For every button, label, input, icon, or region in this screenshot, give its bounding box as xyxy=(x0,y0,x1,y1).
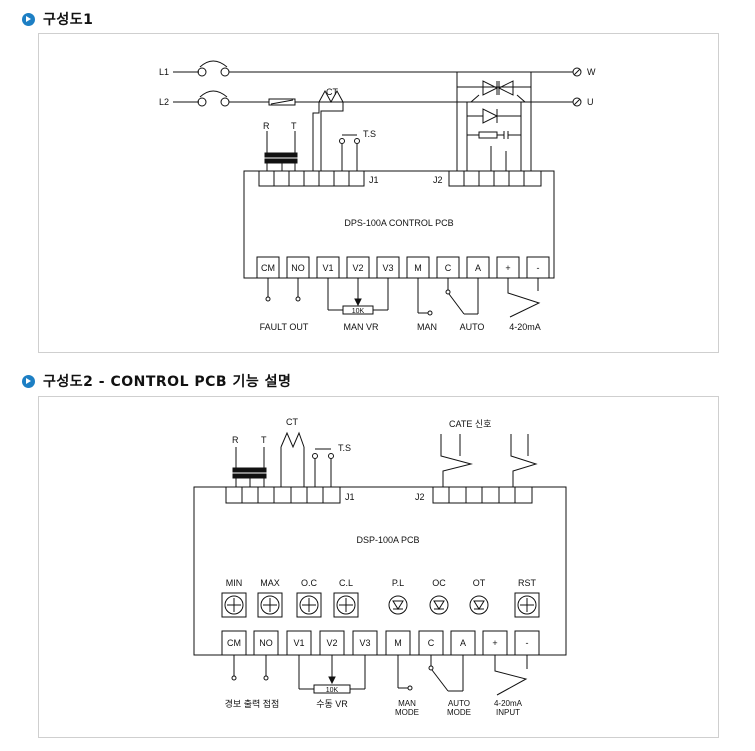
terminal-label: C xyxy=(445,263,452,273)
terminal-label: V3 xyxy=(359,638,370,648)
control-label: MAX xyxy=(260,578,280,588)
terminal-label: - xyxy=(537,263,540,273)
gate-signal-label: CATE 신호 xyxy=(449,419,491,429)
alarm-output-label: 경보 출력 접점 xyxy=(225,698,280,709)
auto-mode-label: AUTO xyxy=(448,699,470,708)
input-label: 4-20mA xyxy=(494,699,523,708)
j2-label: J2 xyxy=(415,492,425,502)
terminal-label: - xyxy=(526,638,529,648)
manual-vr-label: 수동 VR xyxy=(316,699,348,709)
diagram2-panel: R T CT T.S CATE 신호 J1 J2 DSP-100A PCB MI… xyxy=(38,396,719,738)
bullet-arrow-icon xyxy=(22,12,35,26)
j1-label: J1 xyxy=(369,175,379,185)
terminal-label: CM xyxy=(227,638,241,648)
r-label: R xyxy=(232,435,239,445)
bullet-arrow-icon xyxy=(22,374,35,388)
u-label: U xyxy=(587,97,594,107)
man-label: MAN xyxy=(417,322,437,332)
pcb-label: DPS-100A CONTROL PCB xyxy=(344,218,453,228)
terminal-label: V1 xyxy=(293,638,304,648)
l1-label: L1 xyxy=(159,67,169,77)
terminal-label: M xyxy=(394,638,402,648)
terminal-label: CM xyxy=(261,263,275,273)
terminal-label: V3 xyxy=(382,263,393,273)
control-label: OC xyxy=(432,578,446,588)
ts-label: T.S xyxy=(338,443,351,453)
terminal-label: + xyxy=(492,638,497,648)
terminal-label: M xyxy=(414,263,422,273)
vr-value: 10K xyxy=(352,308,365,315)
terminal-label: A xyxy=(460,638,466,648)
t-label: T xyxy=(261,435,267,445)
t-label: T xyxy=(291,121,297,131)
terminal-label: NO xyxy=(259,638,273,648)
auto-label: AUTO xyxy=(460,322,485,332)
terminal-label: V2 xyxy=(352,263,363,273)
control-label: P.L xyxy=(392,578,404,588)
terminal-label: V1 xyxy=(322,263,333,273)
control-label: O.C xyxy=(301,578,318,588)
diagram1-panel: L1 L2 W U CT R T T.S J1 J2 DPS-100A CONT… xyxy=(38,33,719,353)
section1-title: 구성도1 xyxy=(43,12,94,28)
section2-header: 구성도2 - CONTROL PCB 기능 설명 xyxy=(22,371,291,391)
r-label: R xyxy=(263,121,270,131)
input-label: 4-20mA xyxy=(509,322,541,332)
terminal-label: A xyxy=(475,263,481,273)
terminal-label: V2 xyxy=(326,638,337,648)
control-label: MIN xyxy=(226,578,243,588)
auto-mode-label: MODE xyxy=(447,708,471,717)
fault-out-label: FAULT OUT xyxy=(260,322,309,332)
man-mode-label: MODE xyxy=(395,708,419,717)
control-label: RST xyxy=(518,578,537,588)
ct-label: CT xyxy=(326,87,338,97)
l2-label: L2 xyxy=(159,97,169,107)
ct-label: CT xyxy=(286,417,298,427)
j1-label: J1 xyxy=(345,492,355,502)
w-label: W xyxy=(587,67,596,77)
terminal-label: NO xyxy=(291,263,305,273)
ts-label: T.S xyxy=(363,129,376,139)
control-label: OT xyxy=(473,578,486,588)
section2-title: 구성도2 - CONTROL PCB 기능 설명 xyxy=(43,374,292,390)
diagram2-svg: R T CT T.S CATE 신호 J1 J2 DSP-100A PCB MI… xyxy=(193,417,567,717)
vr-value: 10K xyxy=(326,687,339,694)
terminal-label: C xyxy=(428,638,435,648)
terminal-label: + xyxy=(505,263,510,273)
j2-label: J2 xyxy=(433,175,443,185)
input-label: INPUT xyxy=(496,708,520,717)
pcb-label: DSP-100A PCB xyxy=(356,535,419,545)
man-vr-label: MAN VR xyxy=(343,322,379,332)
diagram1-svg: L1 L2 W U CT R T T.S J1 J2 DPS-100A CONT… xyxy=(159,60,596,332)
section1-header: 구성도1 xyxy=(22,9,93,29)
control-label: C.L xyxy=(339,578,353,588)
man-mode-label: MAN xyxy=(398,699,416,708)
